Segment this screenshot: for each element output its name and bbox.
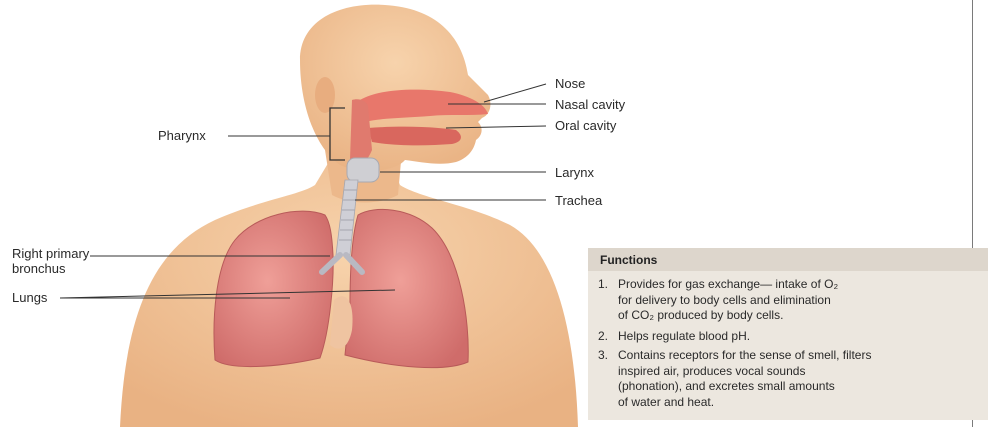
larynx: [347, 158, 379, 182]
label-pharynx: Pharynx: [158, 128, 206, 143]
oral-cavity: [368, 127, 461, 146]
label-bronchus-line1: Right primary: [12, 246, 89, 261]
function-num-1: 1.: [598, 277, 618, 293]
function-1-line-1: Provides for gas exchange— intake of O₂: [618, 277, 838, 291]
function-3-line-3: (phonation), and excretes small amounts: [598, 379, 871, 395]
leader-nose: [484, 84, 546, 102]
label-lungs: Lungs: [12, 290, 47, 305]
functions-header: Functions: [588, 248, 988, 271]
function-num-2: 2.: [598, 329, 618, 345]
label-right-primary-bronchus: Right primary bronchus: [12, 246, 89, 276]
function-2-line-1: Helps regulate blood pH.: [618, 329, 750, 343]
function-num-3: 3.: [598, 348, 618, 364]
function-item-3: 3.Contains receptors for the sense of sm…: [598, 348, 871, 410]
label-nasal-cavity: Nasal cavity: [555, 97, 625, 112]
function-1-line-3: of CO₂ produced by body cells.: [598, 308, 838, 324]
function-3-line-1: Contains receptors for the sense of smel…: [618, 348, 871, 362]
functions-box: Functions 1.Provides for gas exchange— i…: [588, 248, 988, 420]
function-3-line-4: of water and heat.: [598, 395, 871, 411]
label-oral-cavity: Oral cavity: [555, 118, 616, 133]
function-item-1: 1.Provides for gas exchange— intake of O…: [598, 277, 838, 324]
label-larynx: Larynx: [555, 165, 594, 180]
function-3-line-2: inspired air, produces vocal sounds: [598, 364, 871, 380]
label-nose: Nose: [555, 76, 585, 91]
label-trachea: Trachea: [555, 193, 602, 208]
function-1-line-2: for delivery to body cells and eliminati…: [598, 293, 838, 309]
label-bronchus-line2: bronchus: [12, 261, 65, 276]
functions-title: Functions: [600, 253, 657, 267]
function-item-2: 2.Helps regulate blood pH.: [598, 329, 750, 345]
